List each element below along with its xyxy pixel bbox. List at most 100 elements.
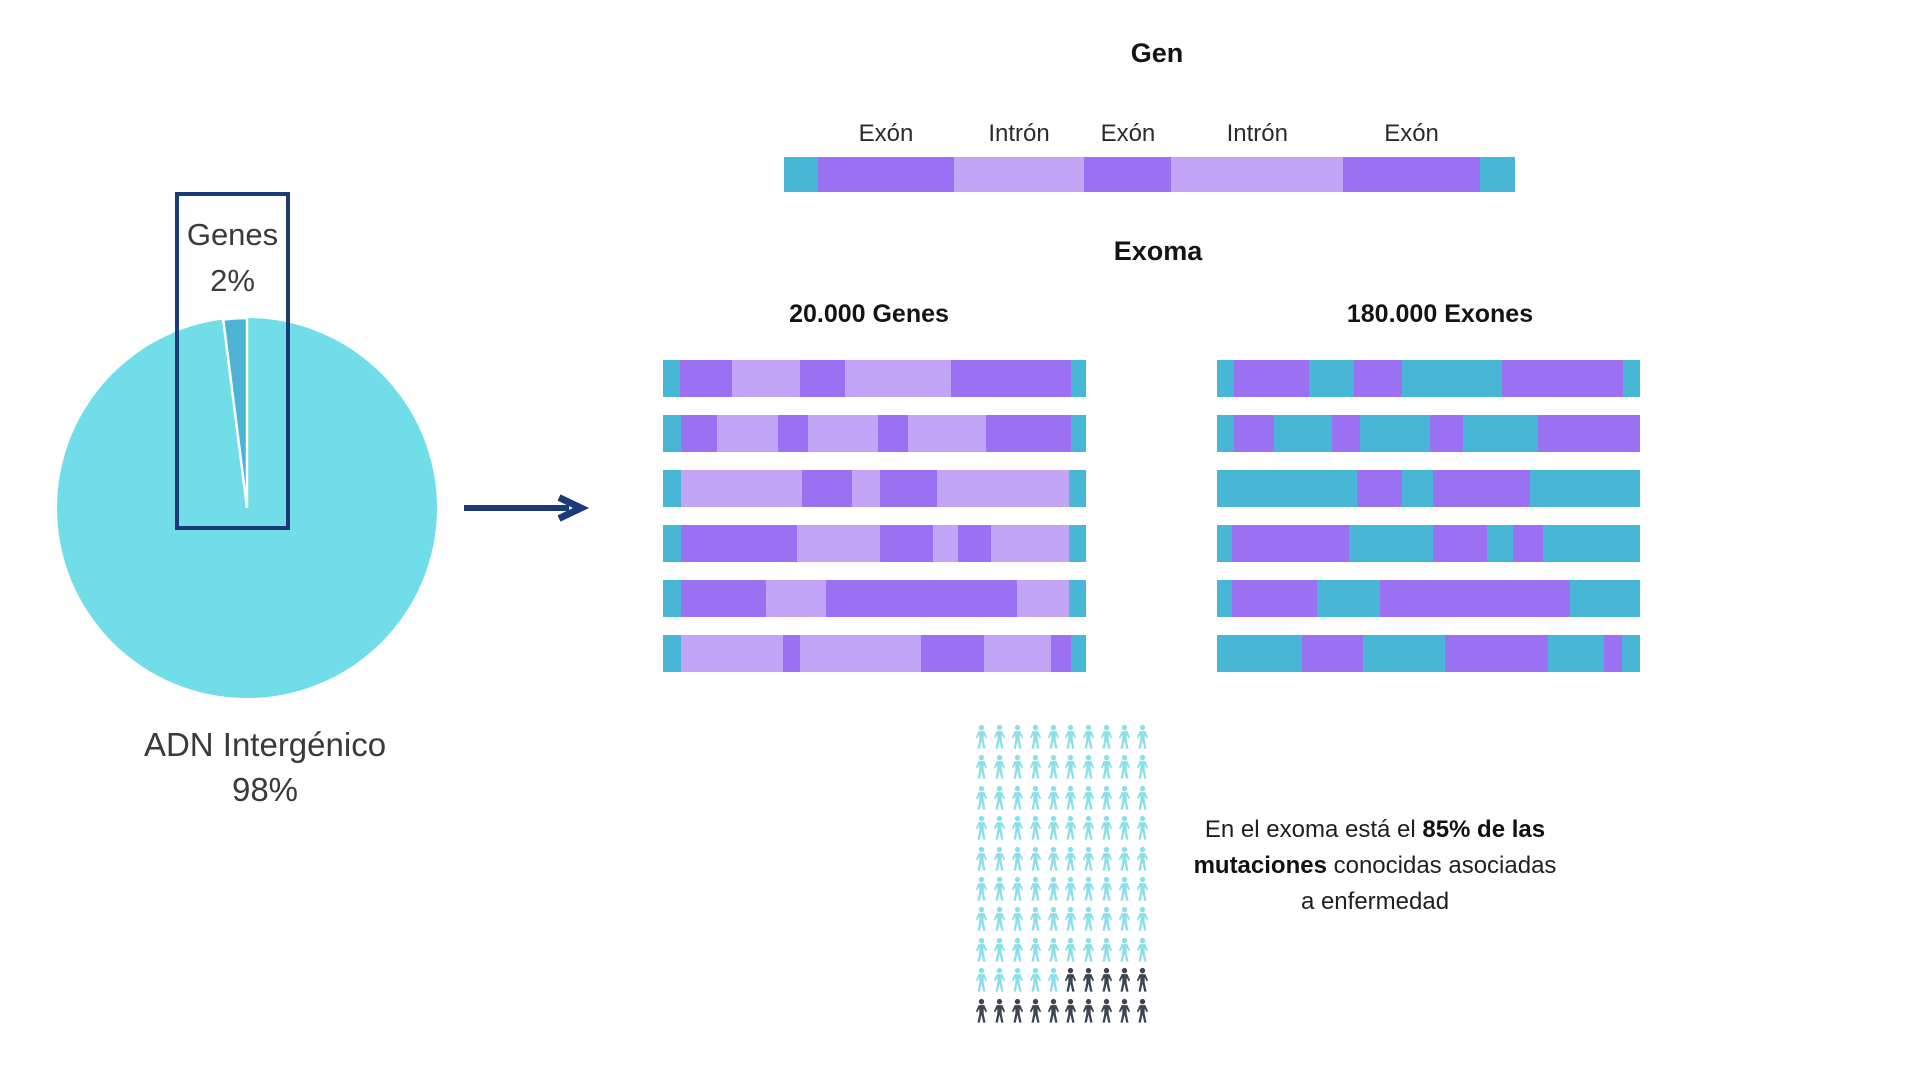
- bar-segment-purple: [681, 580, 767, 617]
- gene-segment-label: Intrón: [1226, 120, 1288, 147]
- bar-segment-light: [1171, 157, 1344, 192]
- bar-segment-teal: [1217, 360, 1234, 397]
- person-teal-icon: [1098, 753, 1116, 783]
- bar-segment-teal: [1542, 525, 1640, 562]
- gene-segment-spacer: [1480, 120, 1515, 148]
- person-teal-icon: [991, 753, 1009, 783]
- bar-segment-purple: [880, 470, 938, 507]
- person-dark-icon: [1080, 966, 1098, 996]
- dna-bar: [663, 360, 1087, 397]
- bar-segment-purple: [800, 360, 846, 397]
- person-teal-icon: [1009, 905, 1027, 935]
- pie-caption-percent: 98%: [231, 771, 299, 808]
- caption-text: conocidas asociadas: [1326, 852, 1557, 879]
- person-teal-icon: [1026, 936, 1044, 966]
- bar-segment-purple: [1512, 525, 1543, 562]
- genes-bars-column: [663, 360, 1087, 690]
- person-dark-icon: [1115, 966, 1133, 996]
- bar-segment-purple: [920, 635, 984, 672]
- caption-line: mutaciones conocidas asociadas: [1160, 848, 1590, 884]
- person-teal-icon: [991, 966, 1009, 996]
- bar-segment-teal: [1070, 635, 1086, 672]
- gen-title: Gen: [1130, 38, 1184, 68]
- bar-segment-purple: [1429, 415, 1463, 452]
- person-teal-icon: [1080, 814, 1098, 844]
- dna-bar: [1217, 635, 1641, 672]
- pie-caption: ADN Intergénico 98%: [85, 722, 445, 812]
- bar-segment-teal: [1359, 415, 1430, 452]
- bar-segment-purple: [783, 635, 801, 672]
- bar-segment-purple: [1501, 360, 1623, 397]
- person-teal-icon: [1062, 784, 1080, 814]
- bar-segment-purple: [1233, 415, 1275, 452]
- person-teal-icon: [1026, 784, 1044, 814]
- dna-bar: [663, 470, 1086, 507]
- person-teal-icon: [1098, 936, 1116, 966]
- bar-segment-teal: [1309, 360, 1355, 397]
- bar-segment-light: [852, 470, 880, 507]
- bar-segment-teal: [1621, 635, 1641, 672]
- caption-line: En el exoma está el 85% de las: [1160, 812, 1590, 848]
- person-teal-icon: [1062, 905, 1080, 935]
- person-dark-icon: [1115, 997, 1133, 1027]
- gene-bar: [784, 157, 1515, 192]
- person-teal-icon: [1062, 875, 1080, 905]
- bar-segment-purple: [1343, 157, 1480, 192]
- person-teal-icon: [1062, 723, 1080, 753]
- bar-segment-light: [933, 525, 959, 562]
- bar-segment-teal: [1317, 580, 1380, 617]
- person-teal-icon: [1044, 875, 1062, 905]
- pie-caption-label: ADN Intergénico: [143, 726, 387, 763]
- person-teal-icon: [1009, 814, 1027, 844]
- person-teal-icon: [1133, 905, 1151, 935]
- person-teal-icon: [1026, 875, 1044, 905]
- bar-segment-purple: [1432, 525, 1487, 562]
- person-teal-icon: [1133, 936, 1151, 966]
- person-teal-icon: [973, 936, 991, 966]
- person-teal-icon: [1044, 905, 1062, 935]
- person-dark-icon: [1133, 997, 1151, 1027]
- bar-segment-teal: [1217, 525, 1232, 562]
- bar-segment-light: [807, 415, 878, 452]
- caption-bold-text: mutaciones: [1193, 852, 1327, 879]
- gene-segment-label: Intrón: [988, 120, 1050, 147]
- person-teal-icon: [1009, 753, 1027, 783]
- person-teal-icon: [1080, 753, 1098, 783]
- person-dark-icon: [991, 997, 1009, 1027]
- dna-bar: [663, 415, 1086, 452]
- person-teal-icon: [1080, 905, 1098, 935]
- person-teal-icon: [1098, 814, 1116, 844]
- bar-segment-purple: [802, 470, 853, 507]
- person-teal-icon: [973, 845, 991, 875]
- bar-segment-purple: [1603, 635, 1622, 672]
- dna-bar: [1217, 525, 1640, 562]
- bar-segment-teal: [1623, 360, 1640, 397]
- person-teal-icon: [1026, 814, 1044, 844]
- bar-segment-light: [731, 360, 801, 397]
- bar-segment-teal: [663, 360, 680, 397]
- person-teal-icon: [1026, 845, 1044, 875]
- bar-segment-purple: [1444, 635, 1549, 672]
- bar-segment-teal: [1217, 470, 1357, 507]
- bar-segment-teal: [663, 470, 682, 507]
- person-teal-icon: [1133, 845, 1151, 875]
- person-teal-icon: [1026, 723, 1044, 753]
- person-teal-icon: [1133, 784, 1151, 814]
- person-teal-icon: [1009, 936, 1027, 966]
- exones-column-heading: 180.000 Exones: [1346, 300, 1534, 328]
- bar-segment-purple: [681, 415, 718, 452]
- bar-segment-teal: [1486, 525, 1513, 562]
- person-teal-icon: [1044, 845, 1062, 875]
- person-teal-icon: [1062, 936, 1080, 966]
- bar-segment-purple: [1354, 360, 1403, 397]
- person-teal-icon: [991, 784, 1009, 814]
- bar-segment-light: [681, 470, 803, 507]
- person-teal-icon: [1044, 936, 1062, 966]
- bar-segment-purple: [679, 360, 732, 397]
- gene-segment-spacer: [784, 120, 818, 148]
- genes-highlight-box: Genes 2%: [175, 192, 290, 530]
- person-teal-icon: [1009, 723, 1027, 753]
- person-teal-icon: [1098, 875, 1116, 905]
- right-arrow-icon: [464, 494, 590, 522]
